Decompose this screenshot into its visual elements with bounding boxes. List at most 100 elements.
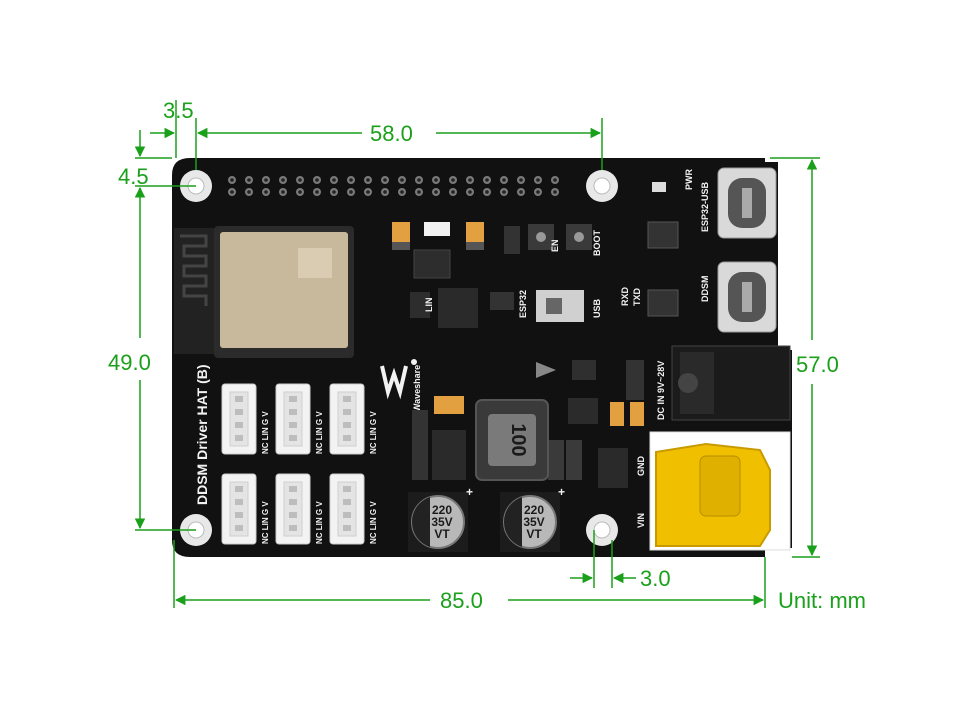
power-inductor: 100: [475, 399, 549, 481]
connector-pin-labels: NC LIN G V: [315, 411, 324, 454]
gpio-pin-hole: [451, 190, 455, 194]
gpio-pin-hole: [332, 178, 336, 182]
gpio-pin-hole: [417, 190, 421, 194]
gpio-pin-hole: [383, 190, 387, 194]
gpio-pin-hole: [349, 190, 353, 194]
dim-bottom-width: 85.0: [440, 588, 483, 613]
gpio-pin-hole: [349, 178, 353, 182]
capacitor-plus-label: +: [558, 485, 565, 499]
connector-pin-labels: NC LIN G V: [369, 501, 378, 544]
gpio-pin-hole: [281, 178, 285, 182]
connector-pin-labels: NC LIN G V: [261, 501, 270, 544]
ddsm-connector: NC LIN G V: [275, 383, 324, 455]
gpio-pin-hole: [264, 178, 268, 182]
inductor-label: 100: [507, 423, 529, 456]
label-en: EN: [550, 239, 560, 252]
label-esp32-usb: ESP32-USB: [700, 181, 710, 232]
ddsm-connector: NC LIN G V: [221, 383, 270, 455]
gpio-pin-hole: [230, 178, 234, 182]
ddsm-connector: NC LIN G V: [329, 383, 378, 455]
label-lin: LIN: [424, 298, 434, 313]
gpio-pin-hole: [536, 190, 540, 194]
label-gnd: GND: [636, 456, 646, 477]
gpio-pin-hole: [502, 178, 506, 182]
connector-pin-labels: NC LIN G V: [261, 411, 270, 454]
brand-label: Waveshare: [412, 365, 422, 412]
label-txd: TXD: [632, 287, 642, 306]
label-vin: VIN: [636, 513, 646, 528]
capacitor-plus-label: +: [466, 485, 473, 499]
dc-jack: [671, 345, 791, 421]
ddsm-connector: NC LIN G V: [221, 473, 270, 545]
gpio-pin-hole: [247, 190, 251, 194]
ddsm-connector: NC LIN G V: [329, 473, 378, 545]
gpio-pin-hole: [264, 190, 268, 194]
gpio-pin-hole: [553, 190, 557, 194]
gpio-pin-hole: [451, 178, 455, 182]
waveshare-logo-icon: [380, 359, 417, 400]
label-pwr: PWR: [684, 169, 694, 190]
label-rxd: RXD: [620, 286, 630, 306]
label-boot: BOOT: [592, 229, 602, 256]
usb-c-port-esp32: [717, 167, 777, 239]
gpio-pin-hole: [332, 190, 336, 194]
capacitor-label: 220: [524, 503, 544, 517]
power-components: [392, 182, 679, 488]
gpio-pin-hole: [383, 178, 387, 182]
connector-pin-labels: NC LIN G V: [369, 411, 378, 454]
dimension-lines: [134, 100, 820, 608]
gpio-pin-hole: [298, 190, 302, 194]
gpio-pin-hole: [485, 178, 489, 182]
capacitor-label: VT: [526, 527, 542, 541]
usb-c-port-ddsm: [717, 261, 777, 333]
label-dc-in: DC IN 9V~28V: [656, 361, 666, 420]
label-ddsm: DDSM: [700, 276, 710, 303]
gpio-pin-hole: [298, 178, 302, 182]
capacitor-label: 220: [432, 503, 452, 517]
capacitor-label: VT: [434, 527, 450, 541]
gpio-pin-hole: [519, 178, 523, 182]
gpio-pin-hole: [468, 178, 472, 182]
gpio-pin-hole: [247, 178, 251, 182]
dim-top-offset: 3.5: [163, 98, 194, 123]
gpio-pin-hole: [468, 190, 472, 194]
gpio-pin-hole: [502, 190, 506, 194]
gpio-pin-hole: [417, 178, 421, 182]
gpio-pin-hole: [315, 178, 319, 182]
gpio-pin-hole: [485, 190, 489, 194]
gpio-pin-hole: [553, 178, 557, 182]
dim-top-span: 58.0: [370, 121, 413, 146]
label-usb: USB: [592, 298, 602, 318]
gpio-pin-hole: [519, 190, 523, 194]
gpio-pin-hole: [366, 190, 370, 194]
gpio-pin-hole: [434, 178, 438, 182]
ddsm-connector: NC LIN G V: [275, 473, 324, 545]
gpio-pin-hole: [366, 178, 370, 182]
capacitor-label: 35V: [431, 515, 452, 529]
esp32-module: [174, 226, 354, 358]
dim-left-offset: 4.5: [118, 164, 149, 189]
capacitor-label: 35V: [523, 515, 544, 529]
gpio-pin-hole: [536, 178, 540, 182]
gpio-header: [228, 176, 559, 196]
silkscreen-labels: PWR ESP32-USB DDSM EN BOOT RXD TXD USB E…: [424, 169, 710, 528]
connector-pin-labels: NC LIN G V: [315, 501, 324, 544]
mount-hole-bottom-right: [586, 514, 618, 546]
dim-right-height: 57.0: [796, 352, 839, 377]
gpio-pin-hole: [400, 190, 404, 194]
dim-bottom-offset: 3.0: [640, 566, 671, 591]
xt60-connector: [649, 431, 791, 551]
ddsm-connectors: NC LIN G V NC LIN G V NC LIN G V NC LIN G V…: [221, 383, 378, 545]
gpio-pin-hole: [230, 190, 234, 194]
gpio-pin-hole: [281, 190, 285, 194]
gpio-pin-hole: [400, 178, 404, 182]
board-title: DDSM Driver HAT (B): [194, 364, 210, 505]
label-esp32: ESP32: [518, 290, 528, 318]
unit-label: Unit: mm: [778, 588, 866, 613]
mount-hole-top-right: [586, 170, 618, 202]
gpio-pin-hole: [434, 190, 438, 194]
